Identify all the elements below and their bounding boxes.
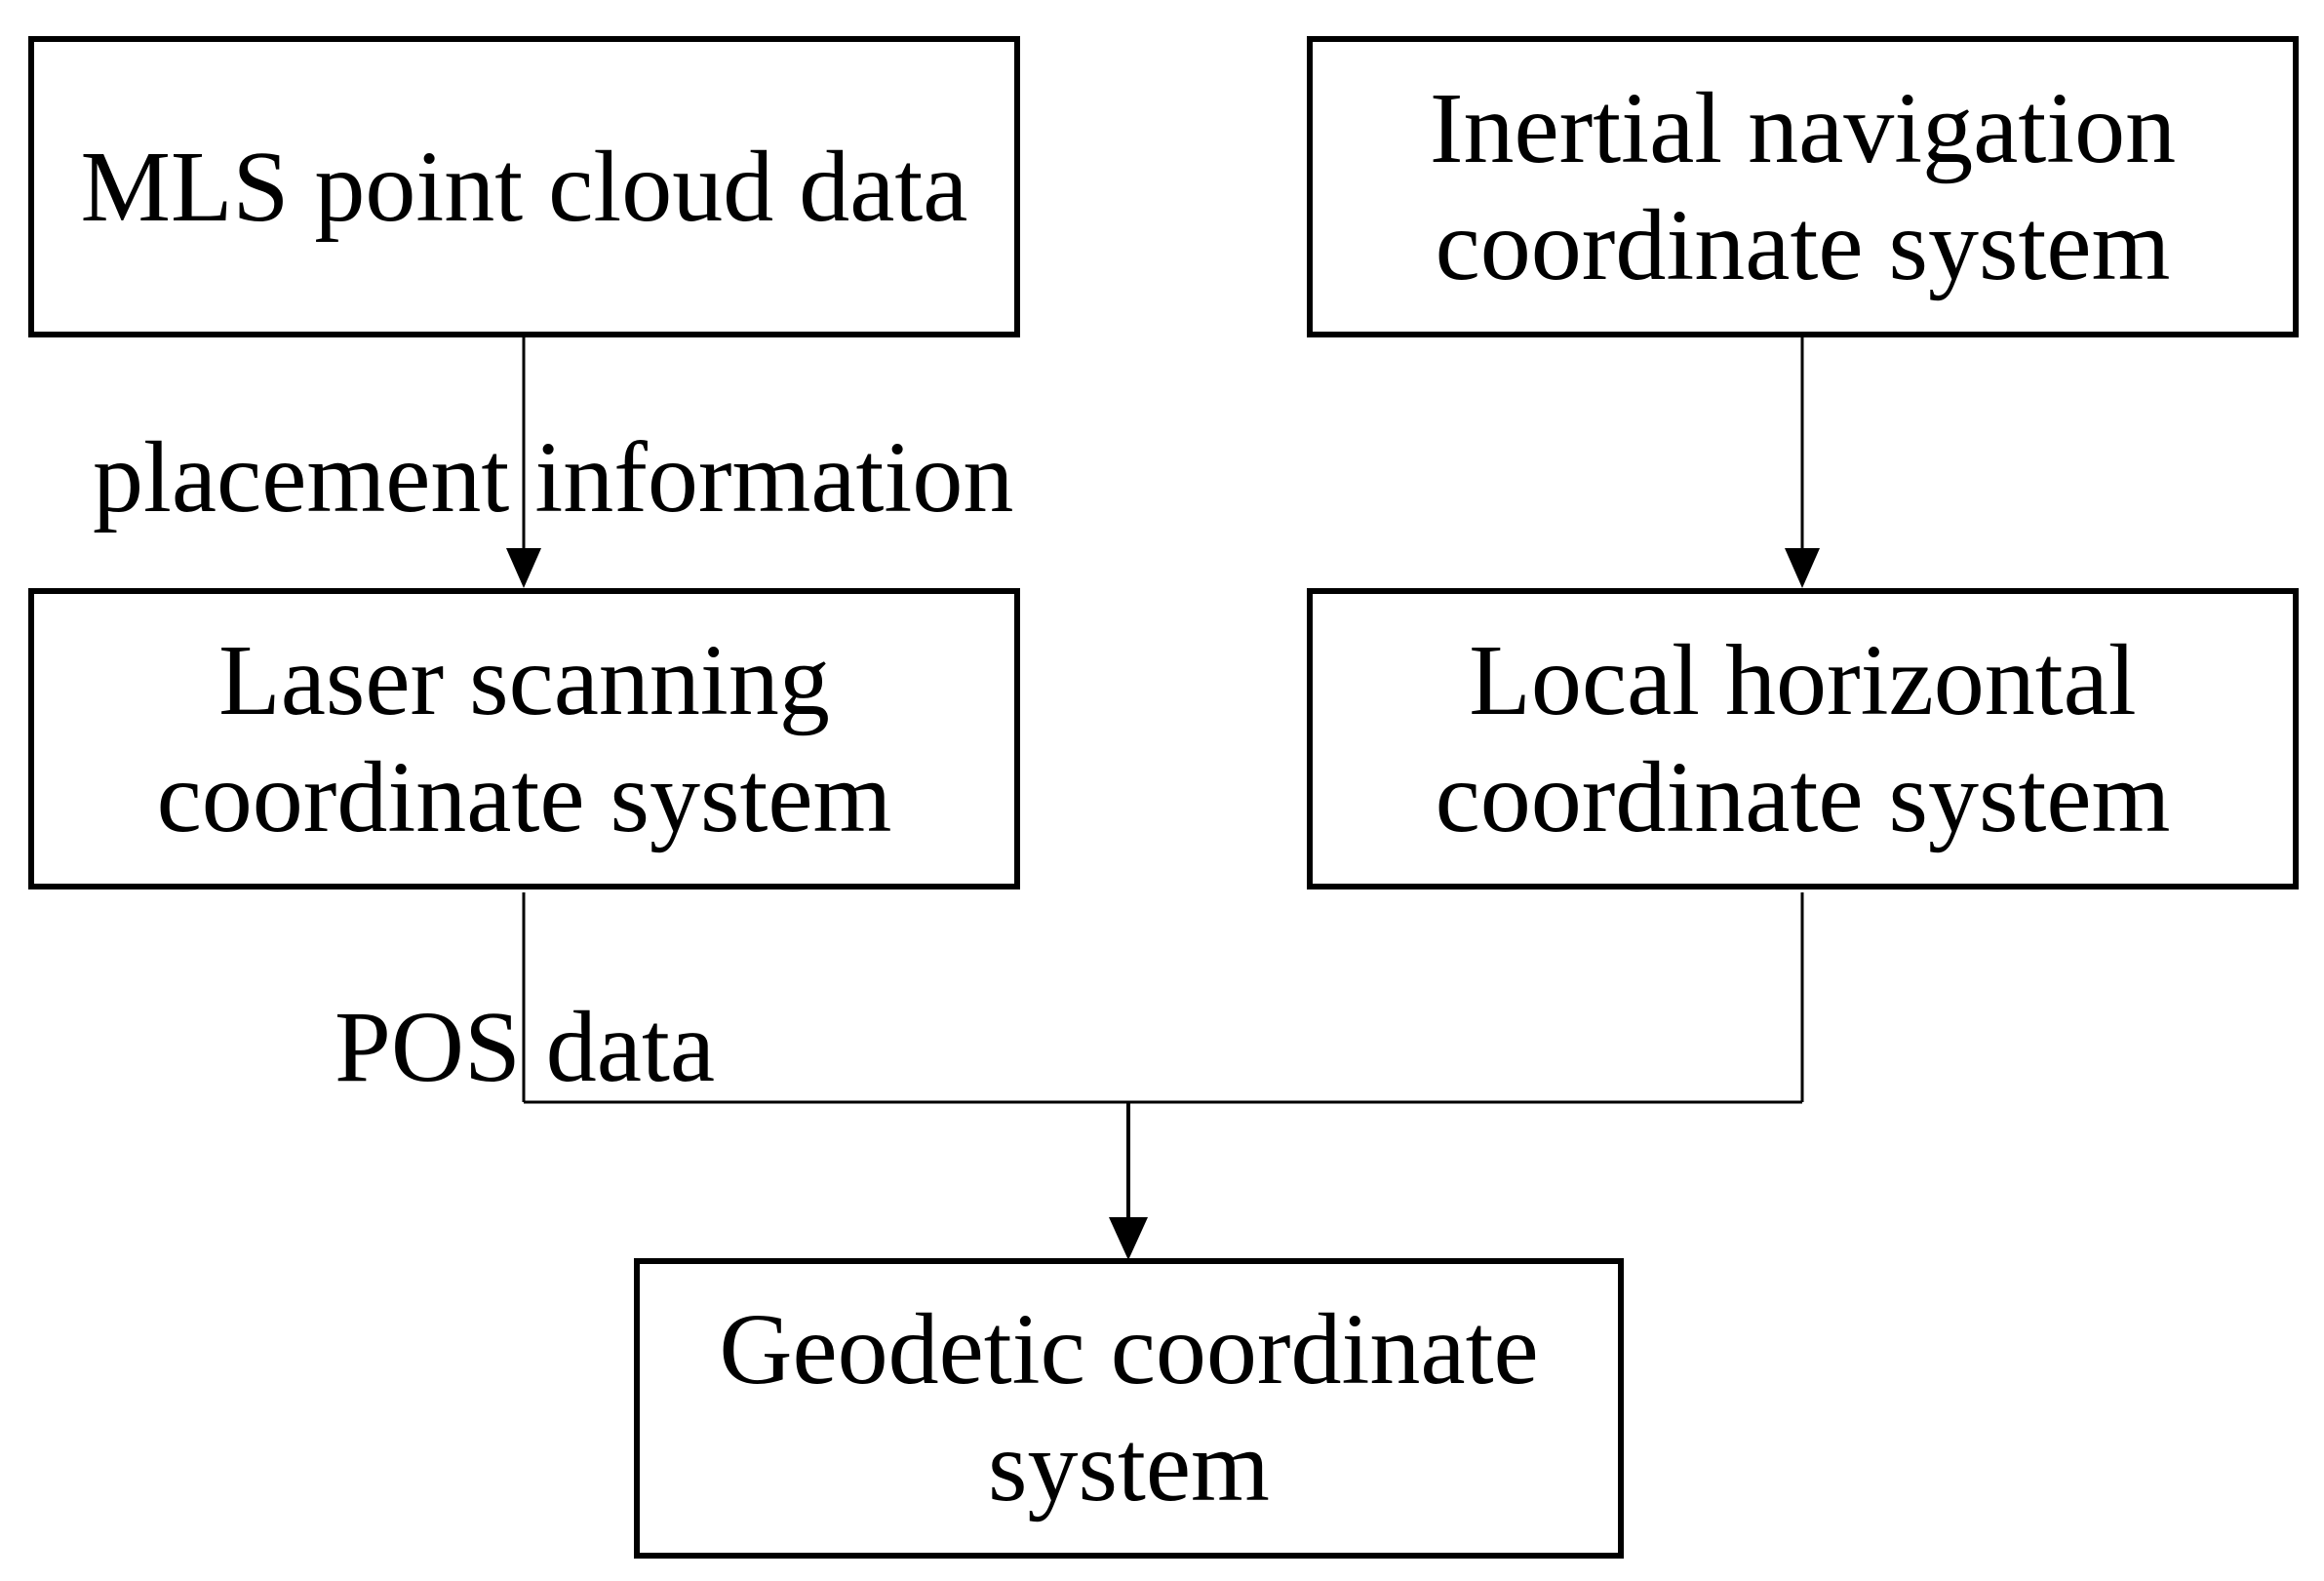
laser-scanning-label-line-1: Laser scanning [218, 623, 830, 736]
geodetic-coordinate-box: Geodetic coordinate system [634, 1258, 1624, 1559]
geodetic-coordinate-label-line-1: Geodetic coordinate [719, 1293, 1539, 1406]
arrowhead-merge-to-geodetic [1109, 1217, 1148, 1260]
pos-data-label: POS data [335, 991, 715, 1103]
mls-point-cloud-box: MLS point cloud data [28, 36, 1020, 337]
arrowhead-mls-to-laser [506, 548, 541, 588]
local-horizontal-label-line-1: Local horizontal [1469, 623, 2137, 736]
laser-scanning-label-line-2: coordinate system [156, 740, 892, 853]
inertial-navigation-label-line-2: coordinate system [1435, 188, 2171, 301]
mls-point-cloud-label: MLS point cloud data [80, 130, 968, 243]
inertial-navigation-label-line-1: Inertial navigation [1429, 71, 2177, 184]
geodetic-coordinate-label-line-2: system [988, 1410, 1270, 1522]
inertial-navigation-box: Inertial navigation coordinate system [1307, 36, 2299, 337]
local-horizontal-label-line-2: coordinate system [1435, 740, 2171, 853]
placement-information-label: placement information [93, 421, 1014, 534]
arrowhead-inertial-to-local [1785, 548, 1820, 588]
laser-scanning-box: Laser scanning coordinate system [28, 588, 1020, 889]
local-horizontal-box: Local horizontal coordinate system [1307, 588, 2299, 889]
